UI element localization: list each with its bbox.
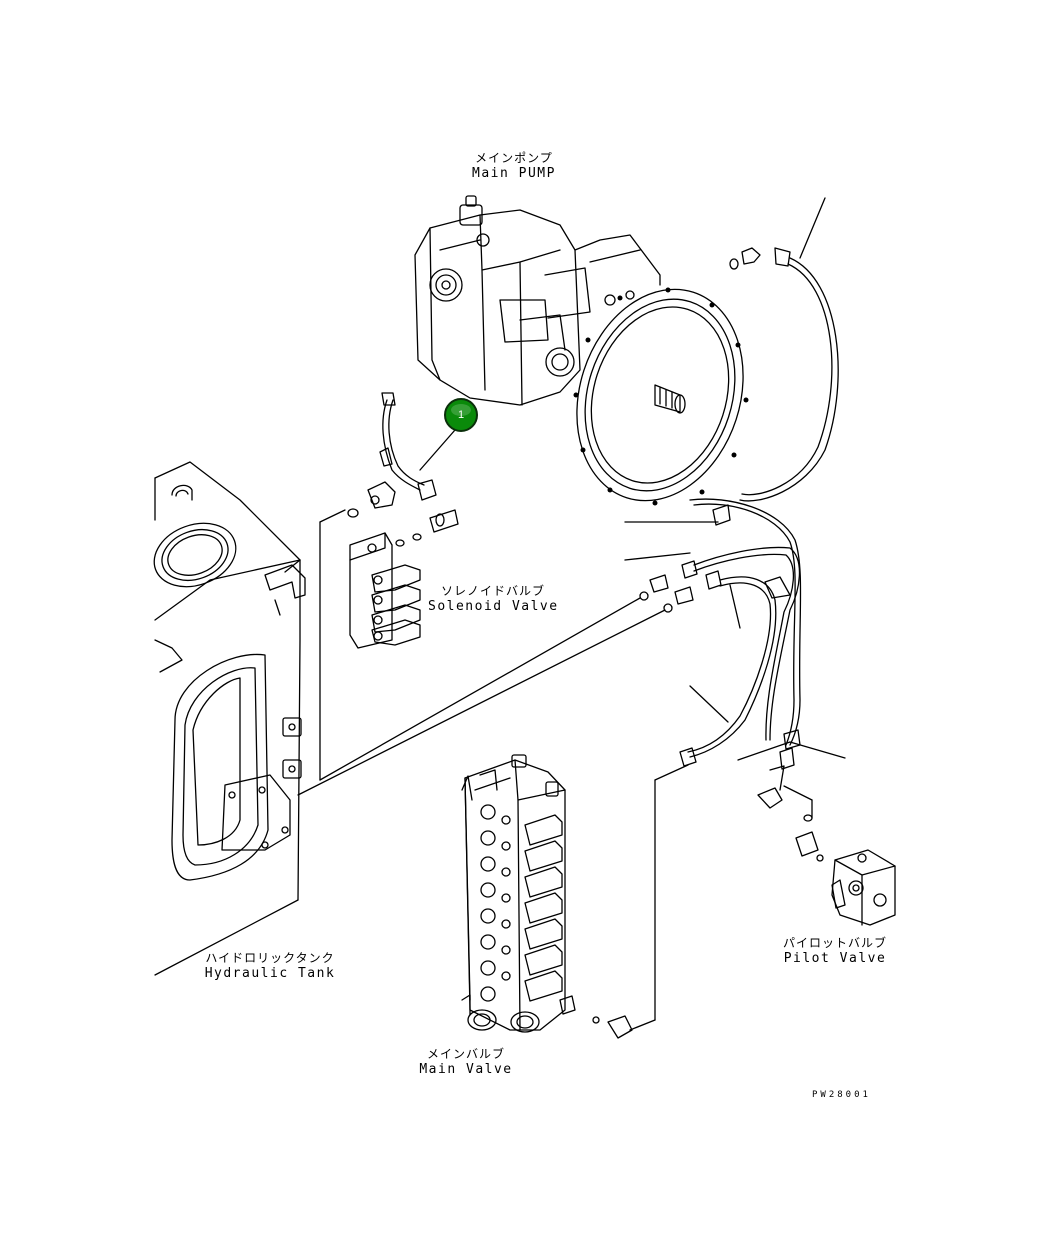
solenoid-valve-label-en: Solenoid Valve [428, 599, 559, 614]
solenoid-valve-drawing [349, 392, 459, 649]
main-valve-label: メインバルブ Main Valve [416, 1046, 516, 1078]
main-pump-label-jp: メインポンプ [475, 151, 553, 165]
pilot-valve-label-jp: パイロットバルブ [782, 936, 887, 950]
hydraulic-tank-label: ハイドロリックタンク Hydraulic Tank [200, 950, 340, 982]
hydraulic-tank-drawing [153, 461, 673, 976]
callout-leader [419, 429, 456, 471]
solenoid-valve-label: ソレノイドバルブ Solenoid Valve [428, 583, 558, 615]
solenoid-valve-label-jp: ソレノイドバルブ [440, 584, 545, 598]
pilot-valve-label: パイロットバルブ Pilot Valve [780, 935, 890, 967]
hydraulic-tank-label-en: Hydraulic Tank [204, 966, 336, 981]
main-valve-label-jp: メインバルブ [426, 1047, 505, 1061]
leader-lines [624, 521, 846, 761]
main-valve-spools [524, 814, 563, 1002]
main-valve-label-en: Main Valve [419, 1062, 513, 1077]
drawing-code: PW28001 [812, 1090, 871, 1100]
pilot-hoses-drawing [592, 498, 824, 1039]
main-pump-drawing [414, 195, 839, 506]
main-pump-label: メインポンプ Main PUMP [464, 150, 564, 182]
hydraulic-tank-label-jp: ハイドロリックタンク [205, 951, 335, 965]
pilot-valve-label-en: Pilot Valve [783, 951, 887, 966]
callout-1-button[interactable]: 1 [444, 398, 478, 432]
main-valve-drawing [461, 754, 576, 1033]
main-pump-label-en: Main PUMP [472, 166, 556, 181]
main-valve-ports [480, 804, 511, 1002]
pilot-valve-drawing [831, 849, 896, 926]
